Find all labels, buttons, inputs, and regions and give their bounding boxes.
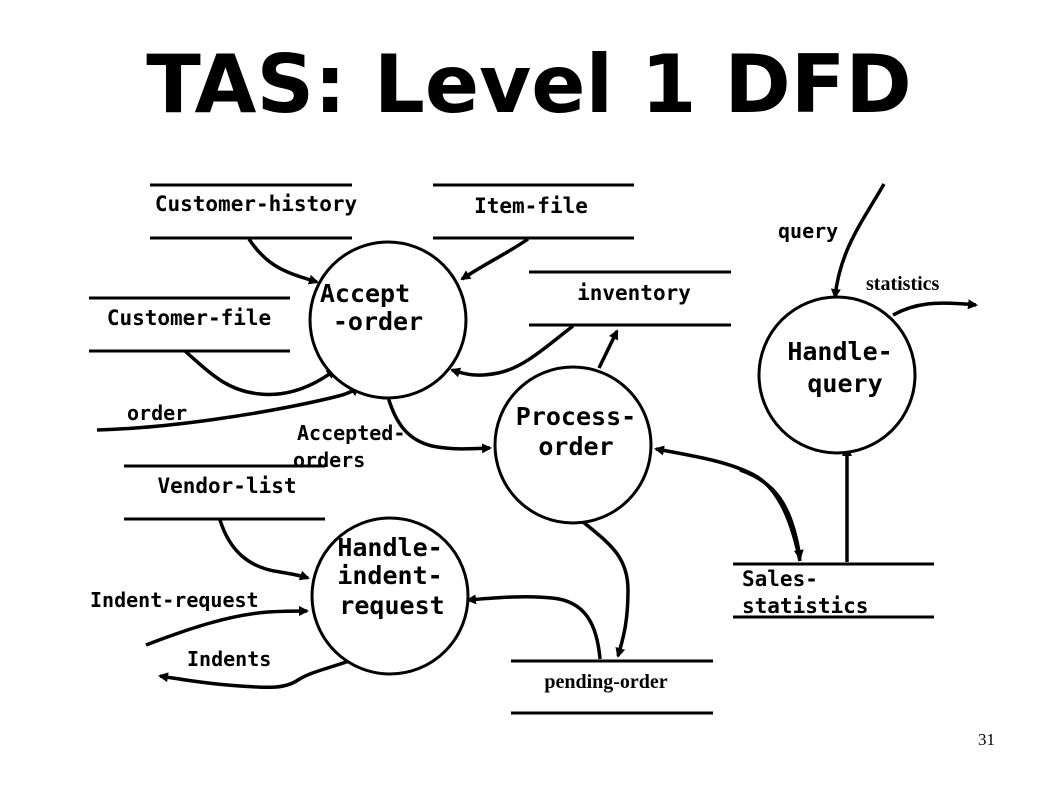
process-handle-query-label-1: Handle- <box>787 337 892 366</box>
flow-label-order: order <box>127 401 187 425</box>
page-title: TAS: Level 1 DFD <box>146 38 912 131</box>
flow-pending-order-to-handle-indent-request <box>466 594 602 660</box>
store-item-file: Item-file <box>433 183 634 240</box>
process-accept-order-label-2: -order <box>333 307 423 336</box>
process-handle-query-label-2: query <box>807 369 882 398</box>
flow-label-indents: Indents <box>187 647 271 671</box>
store-vendor-list: Vendor-list <box>124 464 325 521</box>
store-pending-order-label: pending-order <box>544 671 667 693</box>
store-sales-statistics-label-1: Sales- <box>742 567 818 591</box>
store-inventory-label: inventory <box>577 281 691 305</box>
flow-label-indent-request: Indent-request <box>90 588 259 612</box>
flow-query-to-handle-query <box>830 183 886 299</box>
store-inventory: inventory <box>529 270 731 327</box>
process-accept-order-label-1: Accept <box>320 279 410 308</box>
store-sales-statistics: Sales- statistics <box>733 562 934 619</box>
process-process-order-label-1: Process- <box>516 402 636 431</box>
flow-sales-statistics-to-process-order <box>654 445 802 562</box>
process-handle-indent-request-label-3: request <box>339 591 444 620</box>
flow-order-to-accept-order <box>96 385 360 432</box>
store-pending-order: pending-order <box>511 659 713 715</box>
process-handle-query: Handle- query <box>757 295 917 455</box>
flow-process-order-to-inventory <box>597 329 619 369</box>
page-number: 31 <box>978 730 995 749</box>
flow-handle-indent-request-to-indents <box>158 658 353 690</box>
process-accept-order: Accept -order <box>308 240 468 400</box>
process-handle-indent-request-label-2: indent- <box>337 561 442 590</box>
store-customer-file-label: Customer-file <box>107 306 271 330</box>
flow-customer-file-to-accept-order <box>183 349 337 397</box>
flow-vendor-list-to-handle-indent-request <box>218 519 310 581</box>
flow-item-file-to-accept-order <box>460 237 530 281</box>
flow-process-order-to-sales-statistics <box>739 468 804 560</box>
store-customer-file: Customer-file <box>89 296 290 353</box>
flow-customer-history-to-accept-order <box>247 238 319 285</box>
store-vendor-list-label: Vendor-list <box>157 474 296 498</box>
process-process-order-label-2: order <box>538 432 613 461</box>
store-sales-statistics-label-2: statistics <box>742 594 868 618</box>
store-customer-history: Customer-history <box>150 183 358 240</box>
flow-label-query: query <box>778 219 838 243</box>
store-item-file-label: Item-file <box>474 194 588 218</box>
flow-label-accepted-orders-1: Accepted- <box>297 421 405 445</box>
flow-accept-order-to-process-order <box>386 396 492 454</box>
flow-inventory-to-accept-order <box>450 324 575 378</box>
flow-process-order-to-pending-order <box>580 519 630 658</box>
flow-handle-query-to-statistics <box>892 299 978 317</box>
store-customer-history-label: Customer-history <box>155 192 358 216</box>
flow-indent-request-to-handle-indent-request <box>145 606 309 647</box>
flow-label-statistics: statistics <box>866 273 940 295</box>
process-handle-indent-request: Handle- indent- request <box>310 516 470 676</box>
process-handle-indent-request-label-1: Handle- <box>337 533 442 562</box>
flow-label-accepted-orders-2: orders <box>293 448 365 472</box>
process-process-order: Process- order <box>493 365 653 525</box>
